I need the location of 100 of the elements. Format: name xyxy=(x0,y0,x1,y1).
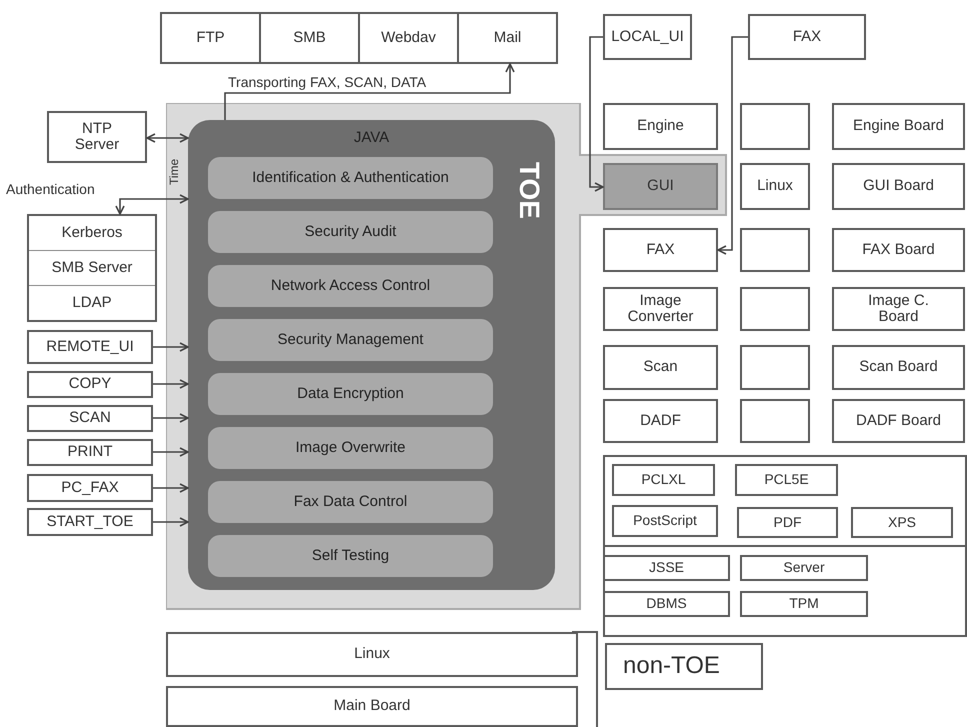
arrow xyxy=(153,413,189,423)
security-function-label: Image Overwrite xyxy=(295,440,406,456)
component-box xyxy=(612,464,715,496)
security-function-label: Fax Data Control xyxy=(294,494,408,510)
gui-box xyxy=(603,163,718,210)
java-label: JAVA xyxy=(354,130,390,146)
component-box xyxy=(851,507,953,538)
non-toe-label: non-TOE xyxy=(623,653,720,680)
component-label: Mail xyxy=(494,30,522,46)
component-label: PDF xyxy=(774,514,802,530)
component-box xyxy=(603,555,730,581)
component-box xyxy=(603,14,692,60)
edge-label: Transporting FAX, SCAN, DATA xyxy=(228,75,426,89)
security-function-box xyxy=(208,211,493,253)
component-box xyxy=(27,405,153,432)
component-box xyxy=(740,103,810,150)
component-label: REMOTE_UI xyxy=(46,338,134,356)
component-box xyxy=(832,399,965,443)
component-label: Scan xyxy=(643,359,678,376)
arrow xyxy=(153,483,189,493)
component-box xyxy=(27,439,153,466)
component-label: PCLXL xyxy=(641,472,686,488)
component-box xyxy=(740,555,868,581)
auth-server-entry: LDAP xyxy=(71,292,113,313)
component-box xyxy=(160,12,261,64)
arrow xyxy=(153,447,189,457)
component-label: NTP Server xyxy=(74,120,120,154)
arrow xyxy=(146,133,189,143)
component-box xyxy=(27,371,153,398)
component-label: Webdav xyxy=(381,30,436,46)
component-box xyxy=(612,505,718,537)
component-label: GUI Board xyxy=(863,178,934,195)
component-label: Scan Board xyxy=(859,359,938,376)
component-label: DADF Board xyxy=(856,412,942,430)
component-box xyxy=(603,228,718,272)
security-function-box xyxy=(208,481,493,523)
component-box xyxy=(27,330,153,364)
component-box xyxy=(605,643,763,690)
component-label: GUI xyxy=(647,178,674,195)
security-function-label: Security Audit xyxy=(304,224,396,240)
component-label: PostScript xyxy=(633,513,697,529)
component-label: Linux xyxy=(757,178,793,195)
component-label: Image C. Board xyxy=(867,292,930,326)
component-box xyxy=(603,591,730,617)
component-label: Engine Board xyxy=(853,118,944,135)
component-label: Main Board xyxy=(334,698,410,715)
arrow xyxy=(717,36,748,255)
component-box xyxy=(740,399,810,443)
component-box xyxy=(358,12,459,64)
component-box xyxy=(603,399,718,443)
security-function-label: Security Management xyxy=(278,332,424,348)
component-label: PC_FAX xyxy=(61,480,119,496)
component-label: SCAN xyxy=(69,410,111,427)
component-label: Image Converter xyxy=(626,292,694,326)
component-box xyxy=(603,103,718,150)
security-function-label: Data Encryption xyxy=(297,386,404,402)
component-label: Server xyxy=(783,560,825,576)
security-function-box xyxy=(208,265,493,307)
component-label: Linux xyxy=(354,646,390,663)
component-label: FAX xyxy=(646,242,675,258)
component-box xyxy=(832,103,965,150)
component-box xyxy=(740,287,810,331)
auth-server-table xyxy=(27,214,157,322)
component-box xyxy=(740,591,868,617)
component-box xyxy=(832,345,965,390)
security-function-box xyxy=(208,535,493,577)
component-box xyxy=(457,12,558,64)
component-label: DBMS xyxy=(646,596,687,612)
component-box xyxy=(740,163,810,210)
edge-label: Time xyxy=(168,158,180,185)
component-box xyxy=(740,228,810,272)
arrow xyxy=(589,36,604,192)
security-function-label: Identification & Authentication xyxy=(252,170,449,186)
arrow xyxy=(153,342,189,352)
component-label: XPS xyxy=(888,514,916,530)
security-function-label: Network Access Control xyxy=(270,278,430,294)
component-box xyxy=(748,14,866,60)
component-box xyxy=(27,474,153,502)
security-function-box xyxy=(208,427,493,469)
arrow xyxy=(153,517,189,527)
component-label: FAX Board xyxy=(862,242,935,258)
security-function-box xyxy=(208,319,493,361)
component-label: TPM xyxy=(789,596,819,612)
component-box xyxy=(603,345,718,390)
component-label: FTP xyxy=(196,30,225,46)
component-box xyxy=(603,287,718,331)
component-label: COPY xyxy=(68,376,112,393)
security-function-label: Self Testing xyxy=(312,548,390,564)
security-function-box xyxy=(208,157,493,199)
component-box xyxy=(737,507,838,538)
java-platform-box xyxy=(188,120,555,590)
arrow xyxy=(115,194,189,215)
component-label: LOCAL_UI xyxy=(611,28,684,46)
component-box xyxy=(832,163,965,210)
component-label: SMB xyxy=(293,30,326,46)
component-box xyxy=(166,632,578,677)
component-label: Engine xyxy=(637,118,684,135)
component-box xyxy=(166,686,578,727)
edge-label: Authentication xyxy=(6,182,95,196)
security-function-box xyxy=(208,373,493,415)
